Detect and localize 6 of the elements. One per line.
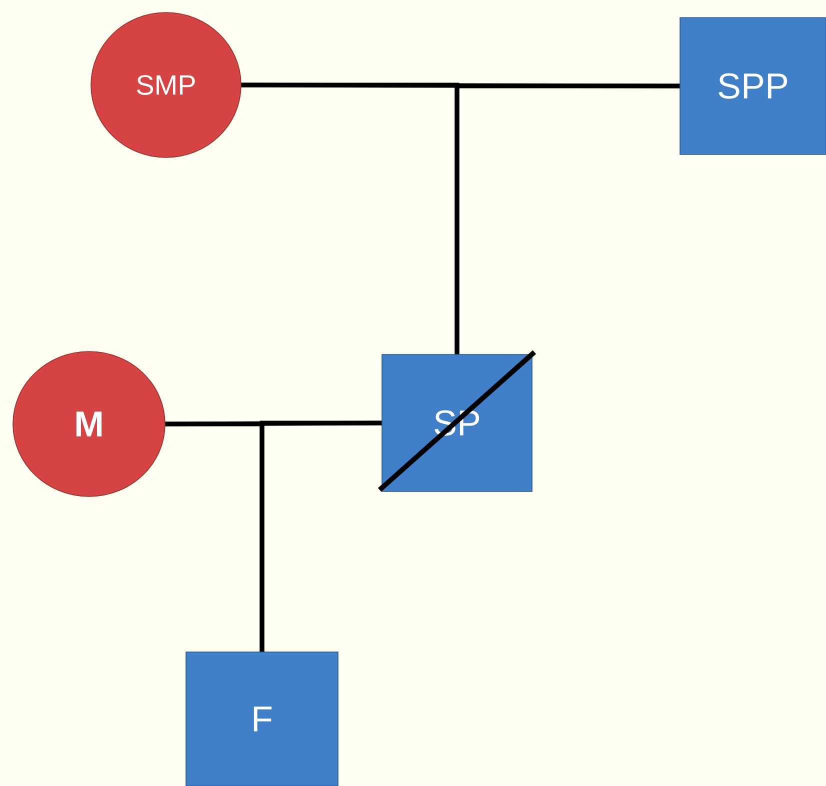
ellipse-node: SMP — [90, 12, 242, 158]
ellipse-node: M — [12, 351, 166, 497]
connector-line — [260, 420, 382, 652]
process-box: F — [186, 652, 338, 786]
connector-line — [454, 84, 680, 354]
process-box: SPP — [680, 17, 826, 155]
